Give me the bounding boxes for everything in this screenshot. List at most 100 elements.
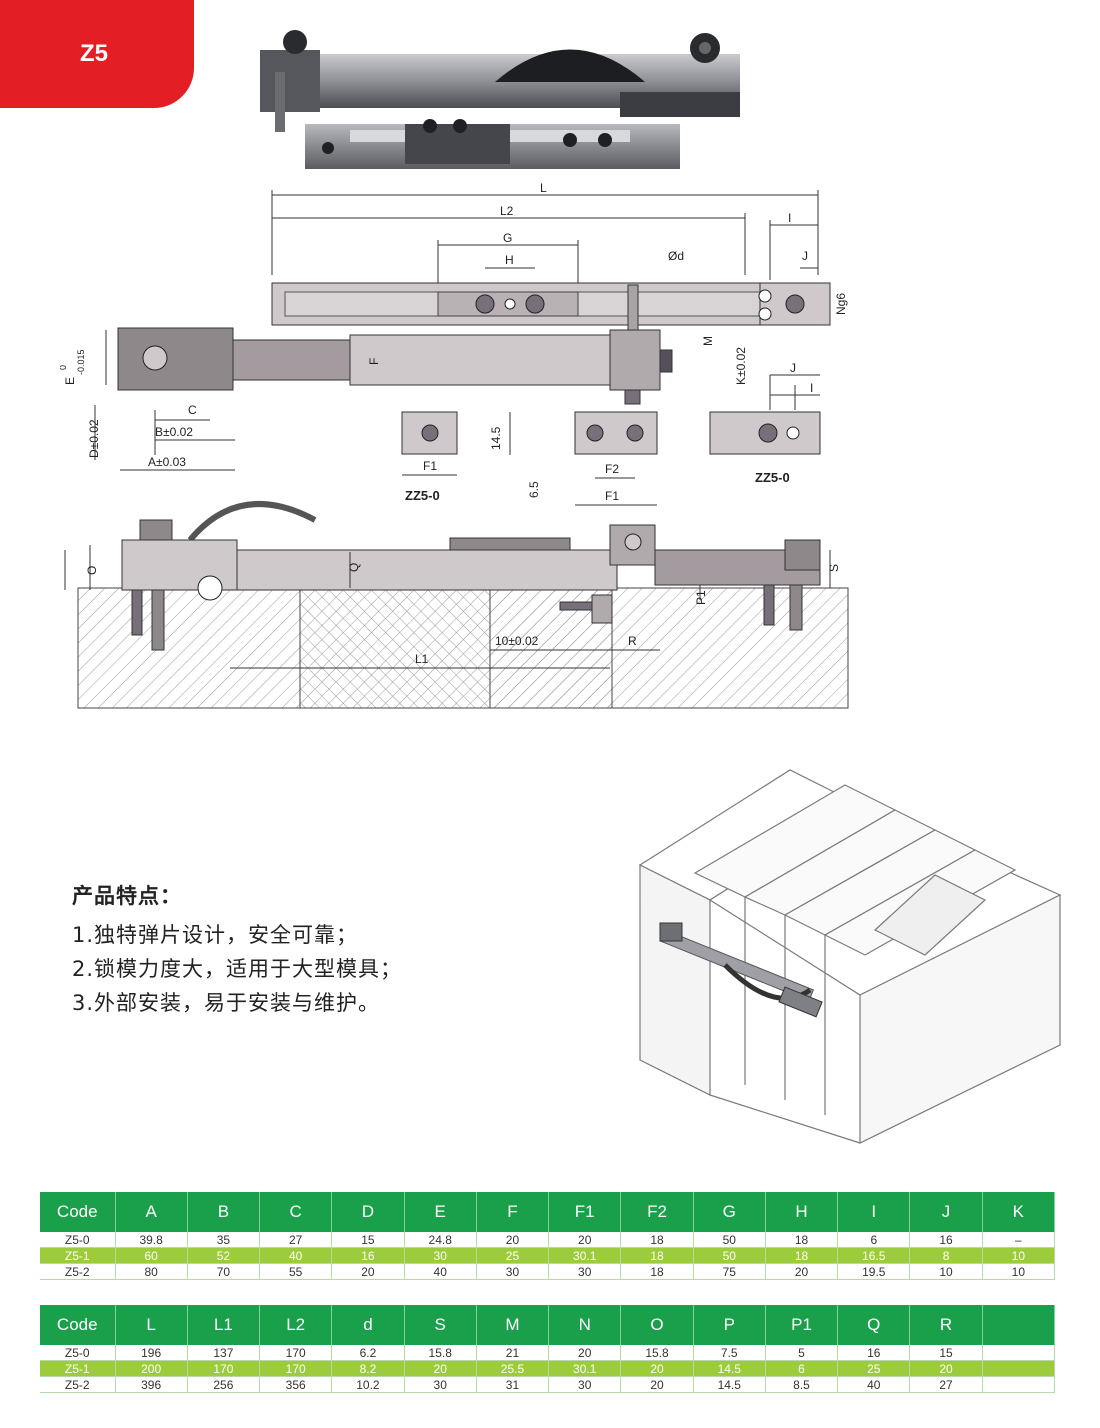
table-cell: Z5-1 — [40, 1360, 116, 1377]
table-cell: 256 — [187, 1376, 261, 1393]
table-cell: 55 — [259, 1263, 333, 1280]
product-photo — [260, 30, 740, 169]
feature-item: 1.独特弹片设计，安全可靠； — [72, 923, 359, 947]
dim-L1: L1 — [415, 652, 429, 666]
col-header: P — [693, 1305, 766, 1345]
dim-P1: P1 — [694, 590, 708, 605]
table-cell — [982, 1360, 1056, 1377]
table-cell — [982, 1345, 1056, 1361]
table-row: Z5-0 196 137 170 6.2 15.8 21 20 15.8 7.5… — [40, 1345, 1056, 1361]
table-cell: Z5-1 — [40, 1247, 116, 1264]
col-header: Code — [40, 1305, 116, 1345]
table-cell: Z5-0 — [40, 1345, 116, 1361]
dim-I2: I — [810, 381, 813, 395]
table-cell: 20 — [620, 1360, 694, 1377]
feature-item: 2.锁模力度大，适用于大型模具； — [72, 957, 403, 981]
dim-F: F — [367, 358, 381, 365]
col-header — [982, 1305, 1056, 1345]
table-cell: Z5-2 — [40, 1376, 116, 1393]
dim-14-5: 14.5 — [489, 426, 503, 450]
table-cell: 30 — [404, 1247, 477, 1264]
feature-item: 3.外部安装，易于安装与维护。 — [72, 991, 381, 1015]
table-cell: 15.8 — [404, 1345, 477, 1361]
table-row: Z5-2 80 70 55 20 40 30 30 18 75 20 19.5 … — [40, 1263, 1056, 1280]
col-header: O — [620, 1305, 694, 1345]
table-cell: 40 — [259, 1247, 333, 1264]
col-header: G — [693, 1192, 766, 1232]
table-cell: 25.5 — [476, 1360, 550, 1377]
table-cell: 20 — [404, 1360, 477, 1377]
dim-E: E — [63, 377, 77, 385]
dim-F2: F2 — [605, 462, 619, 476]
table-cell: 27 — [259, 1232, 333, 1248]
col-header: F1 — [548, 1192, 622, 1232]
part-label-left: ZZ5-0 — [405, 488, 440, 503]
table-cell: 6 — [765, 1360, 839, 1377]
table-cell: 8 — [909, 1247, 983, 1264]
spec-table-2: Code L L1 L2 d S M N O P P1 Q R Z5-0 196… — [40, 1305, 1056, 1393]
table-cell: 16 — [837, 1345, 911, 1361]
col-header: S — [404, 1305, 477, 1345]
table-cell: 60 — [115, 1247, 188, 1264]
table-cell: Z5-2 — [40, 1263, 116, 1280]
col-header: K — [982, 1192, 1056, 1232]
dim-I: I — [788, 211, 791, 225]
table-cell: 52 — [187, 1247, 261, 1264]
table-cell: 170 — [187, 1360, 261, 1377]
table-cell: 21 — [476, 1345, 550, 1361]
dim-F1-a: F1 — [423, 459, 437, 473]
table-cell: 10 — [982, 1263, 1056, 1280]
table-header-row: Code L L1 L2 d S M N O P P1 Q R — [40, 1305, 1056, 1345]
dim-K: K±0.02 — [734, 347, 748, 385]
table-cell: 19.5 — [837, 1263, 911, 1280]
table-cell: – — [982, 1232, 1056, 1248]
col-header: I — [837, 1192, 911, 1232]
table-cell: 80 — [115, 1263, 188, 1280]
table-cell: 396 — [115, 1376, 188, 1393]
table-cell: 50 — [693, 1247, 766, 1264]
table-cell: 39.8 — [115, 1232, 188, 1248]
table-cell: 6.2 — [331, 1345, 405, 1361]
features: 产品特点： 1.独特弹片设计，安全可靠； 2.锁模力度大，适用于大型模具； 3.… — [72, 880, 552, 1020]
dim-D: D±0.02 — [87, 419, 101, 458]
table-cell: 20 — [620, 1376, 694, 1393]
table-row: Z5-1 60 52 40 16 30 25 30.1 18 50 18 16.… — [40, 1247, 1056, 1264]
dim-J2: J — [790, 361, 796, 375]
table-cell: 137 — [187, 1345, 261, 1361]
table-cell: 15 — [331, 1232, 405, 1248]
dim-A: A±0.03 — [148, 455, 186, 469]
technical-drawing: L L2 G H Ød I J Ng6 M K±0.02 E 0 -0.015 … — [60, 181, 849, 709]
table-cell: 18 — [620, 1263, 694, 1280]
table-cell: 75 — [693, 1263, 766, 1280]
table-cell: 10 — [909, 1263, 983, 1280]
dim-O: O — [85, 566, 99, 575]
table-cell: 16 — [331, 1247, 405, 1264]
table-cell: 40 — [404, 1263, 477, 1280]
table-cell: 25 — [476, 1247, 550, 1264]
col-header: L2 — [259, 1305, 333, 1345]
table-cell: 30 — [548, 1263, 622, 1280]
col-header: A — [115, 1192, 188, 1232]
col-header: L1 — [187, 1305, 261, 1345]
table-cell: Z5-0 — [40, 1232, 116, 1248]
table-cell: 31 — [476, 1376, 550, 1393]
dim-C: C — [188, 403, 197, 417]
table-cell: 15 — [909, 1345, 983, 1361]
col-header: P1 — [765, 1305, 839, 1345]
table-cell: 14.5 — [693, 1376, 766, 1393]
table-cell: 30 — [548, 1376, 622, 1393]
table-row: Z5-0 39.8 35 27 15 24.8 20 20 18 50 18 6… — [40, 1232, 1056, 1248]
col-header: J — [909, 1192, 983, 1232]
table-cell: 15.8 — [620, 1345, 694, 1361]
dim-F1-b: F1 — [605, 489, 619, 503]
col-header: N — [548, 1305, 622, 1345]
table-cell: 200 — [115, 1360, 188, 1377]
table-cell: 16 — [909, 1232, 983, 1248]
dim-Ng6: Ng6 — [834, 293, 848, 315]
spec-table-1: Code A B C D E F F1 F2 G H I J K Z5-0 39… — [40, 1192, 1056, 1280]
table-cell: 20 — [909, 1360, 983, 1377]
model-badge: Z5 — [0, 0, 194, 108]
col-header: M — [476, 1305, 550, 1345]
col-header: B — [187, 1192, 261, 1232]
dim-G: G — [503, 231, 512, 245]
